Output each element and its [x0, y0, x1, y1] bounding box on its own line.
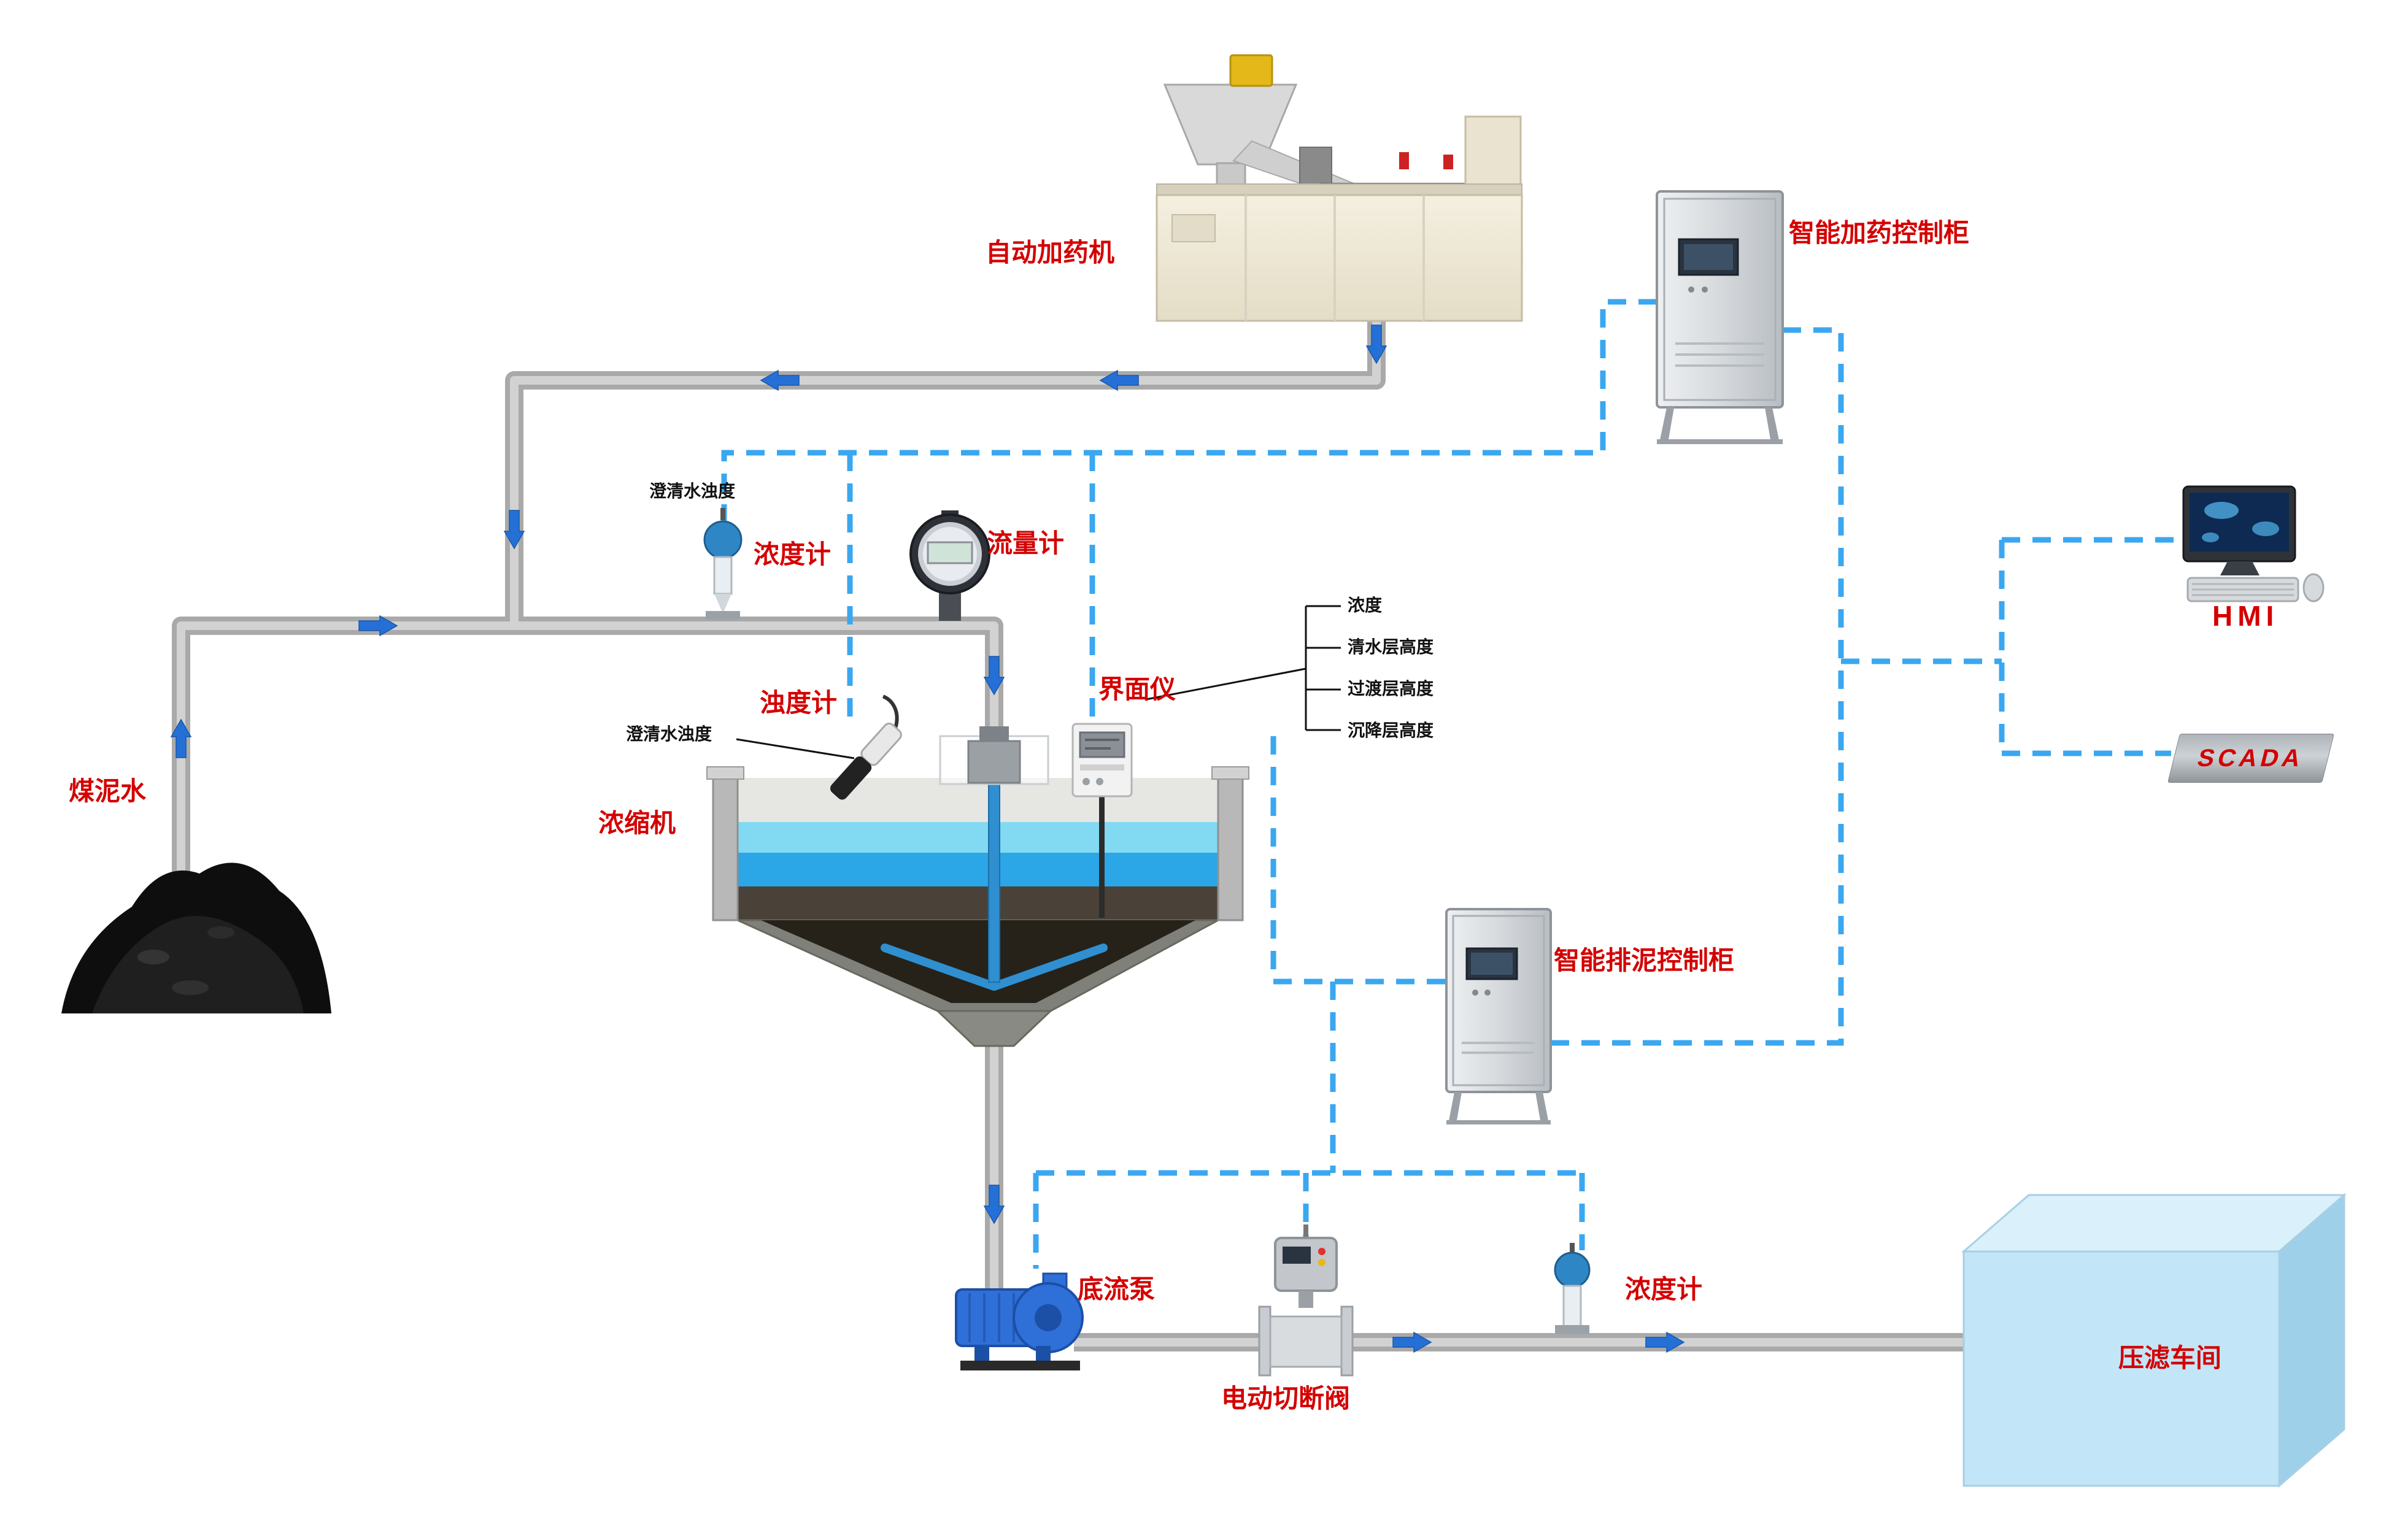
flow-meter-label: 流量计	[987, 529, 1065, 558]
interface-probe	[1099, 795, 1105, 918]
smart-sludge-cabinet-graphic	[1445, 908, 1552, 1124]
turbidity-callout-line	[736, 738, 855, 759]
smart-sludge-cabinet-label: 智能排泥控制柜	[1554, 946, 1735, 975]
filter-press-workshop-graphic	[1961, 1193, 2347, 1488]
smart-dosing-cabinet-graphic	[1656, 190, 1784, 444]
signal-lines	[721, 299, 2180, 1269]
interface-measurement-density: 浓度	[1348, 596, 1383, 615]
coal-pile-graphic	[61, 863, 331, 1013]
density-meter-top-graphic	[703, 508, 743, 620]
turbidity-meter-label: 浊度计	[760, 688, 838, 717]
auto-dosing-machine-graphic	[1156, 54, 1523, 322]
hmi-computer-graphic	[2182, 485, 2325, 602]
mouse-icon	[2302, 573, 2325, 602]
density-meter-bottom-label: 浓度计	[1625, 1275, 1703, 1304]
turbidity-meter-graphic	[830, 694, 902, 800]
pipe-network	[172, 307, 1967, 1351]
interface-measurement-settling-layer: 沉降层高度	[1348, 721, 1434, 740]
scada-plate: SCADA	[2167, 734, 2334, 783]
interface-measurement-bracket	[1146, 605, 1341, 731]
hmi-label: HMI	[2212, 600, 2279, 632]
clarified-water-turbidity-top-label: 澄清水浊度	[649, 482, 736, 501]
interface-meter-label: 界面仪	[1098, 675, 1176, 704]
flow-arrows	[170, 325, 1685, 1353]
clarified-water-turbidity-side-label: 澄清水浊度	[626, 724, 712, 744]
smart-dosing-cabinet-label: 智能加药控制柜	[1789, 218, 1970, 247]
electric-shutoff-valve-label: 电动切断阀	[1221, 1384, 1351, 1413]
scada-label: SCADA	[2194, 744, 2307, 772]
interface-measurement-clear-layer: 清水层高度	[1348, 637, 1434, 656]
flow-meter-graphic	[909, 510, 990, 621]
coal-slurry-water-label: 煤泥水	[69, 777, 147, 805]
underflow-pump-graphic	[955, 1272, 1084, 1370]
thickener-graphic	[706, 726, 1249, 1047]
density-meter-top-label: 浓度计	[754, 540, 832, 569]
thickener-label: 浓缩机	[598, 809, 676, 837]
auto-dosing-machine-label: 自动加药机	[986, 238, 1115, 267]
filter-press-workshop-label: 压滤车间	[2118, 1343, 2222, 1372]
density-meter-bottom-graphic	[1554, 1243, 1591, 1334]
interface-meter-graphic	[1071, 723, 1133, 798]
underflow-pump-label: 底流泵	[1078, 1275, 1156, 1304]
electric-shutoff-valve-graphic	[1258, 1224, 1354, 1377]
interface-measurement-transition-layer: 过渡层高度	[1348, 679, 1434, 698]
